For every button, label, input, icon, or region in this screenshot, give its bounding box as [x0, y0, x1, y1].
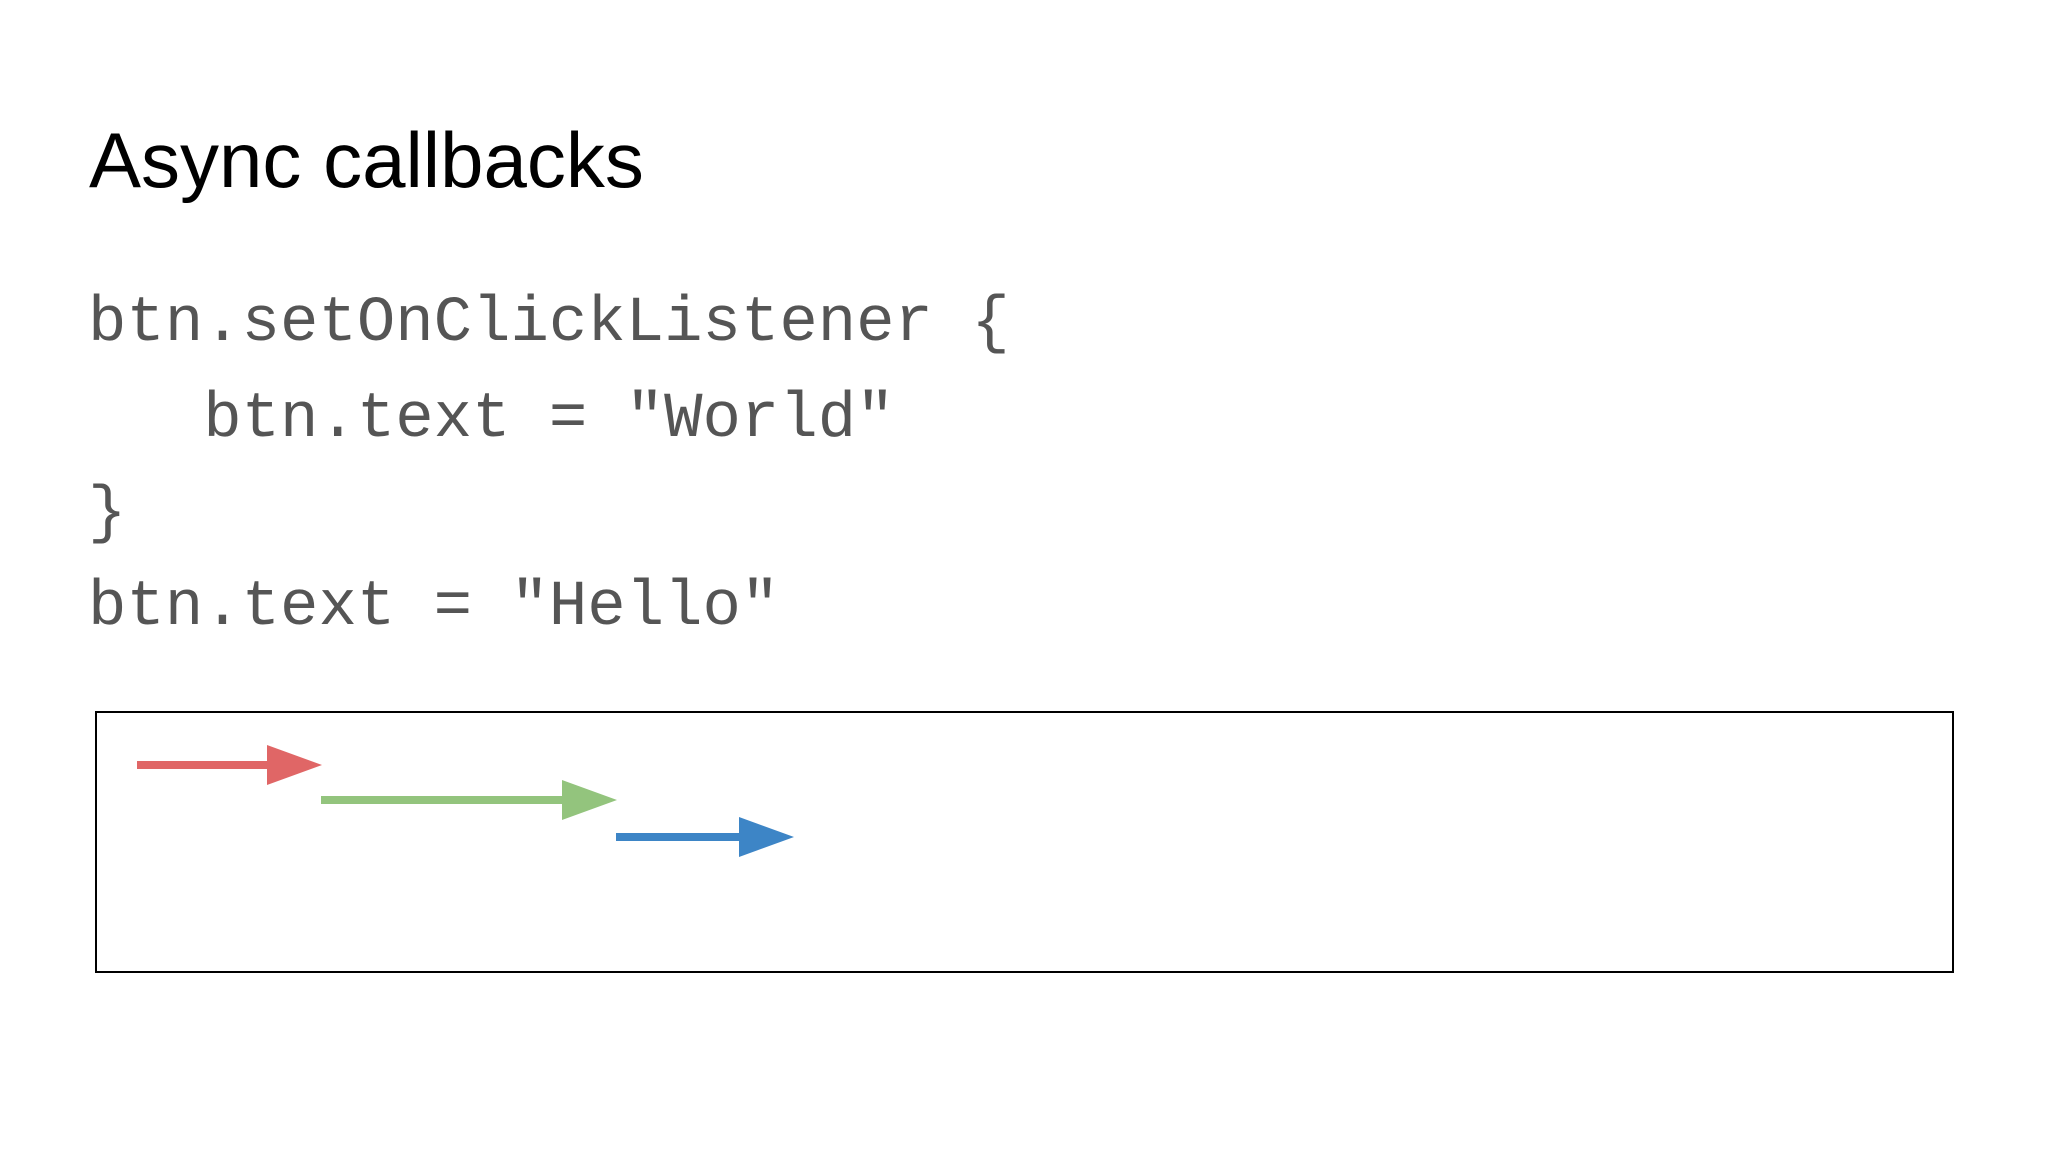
- arrow-blue: [616, 817, 794, 857]
- code-line-2: btn.text = "World": [88, 384, 895, 456]
- slide-title: Async callbacks: [89, 116, 644, 204]
- code-line-4: btn.text = "Hello": [88, 572, 780, 644]
- code-line-3: }: [88, 478, 127, 550]
- arrow-green: [321, 780, 617, 820]
- code-line-1: btn.setOnClickListener {: [88, 288, 1010, 360]
- arrow-red: [137, 745, 322, 785]
- timeline-box: [95, 711, 1954, 973]
